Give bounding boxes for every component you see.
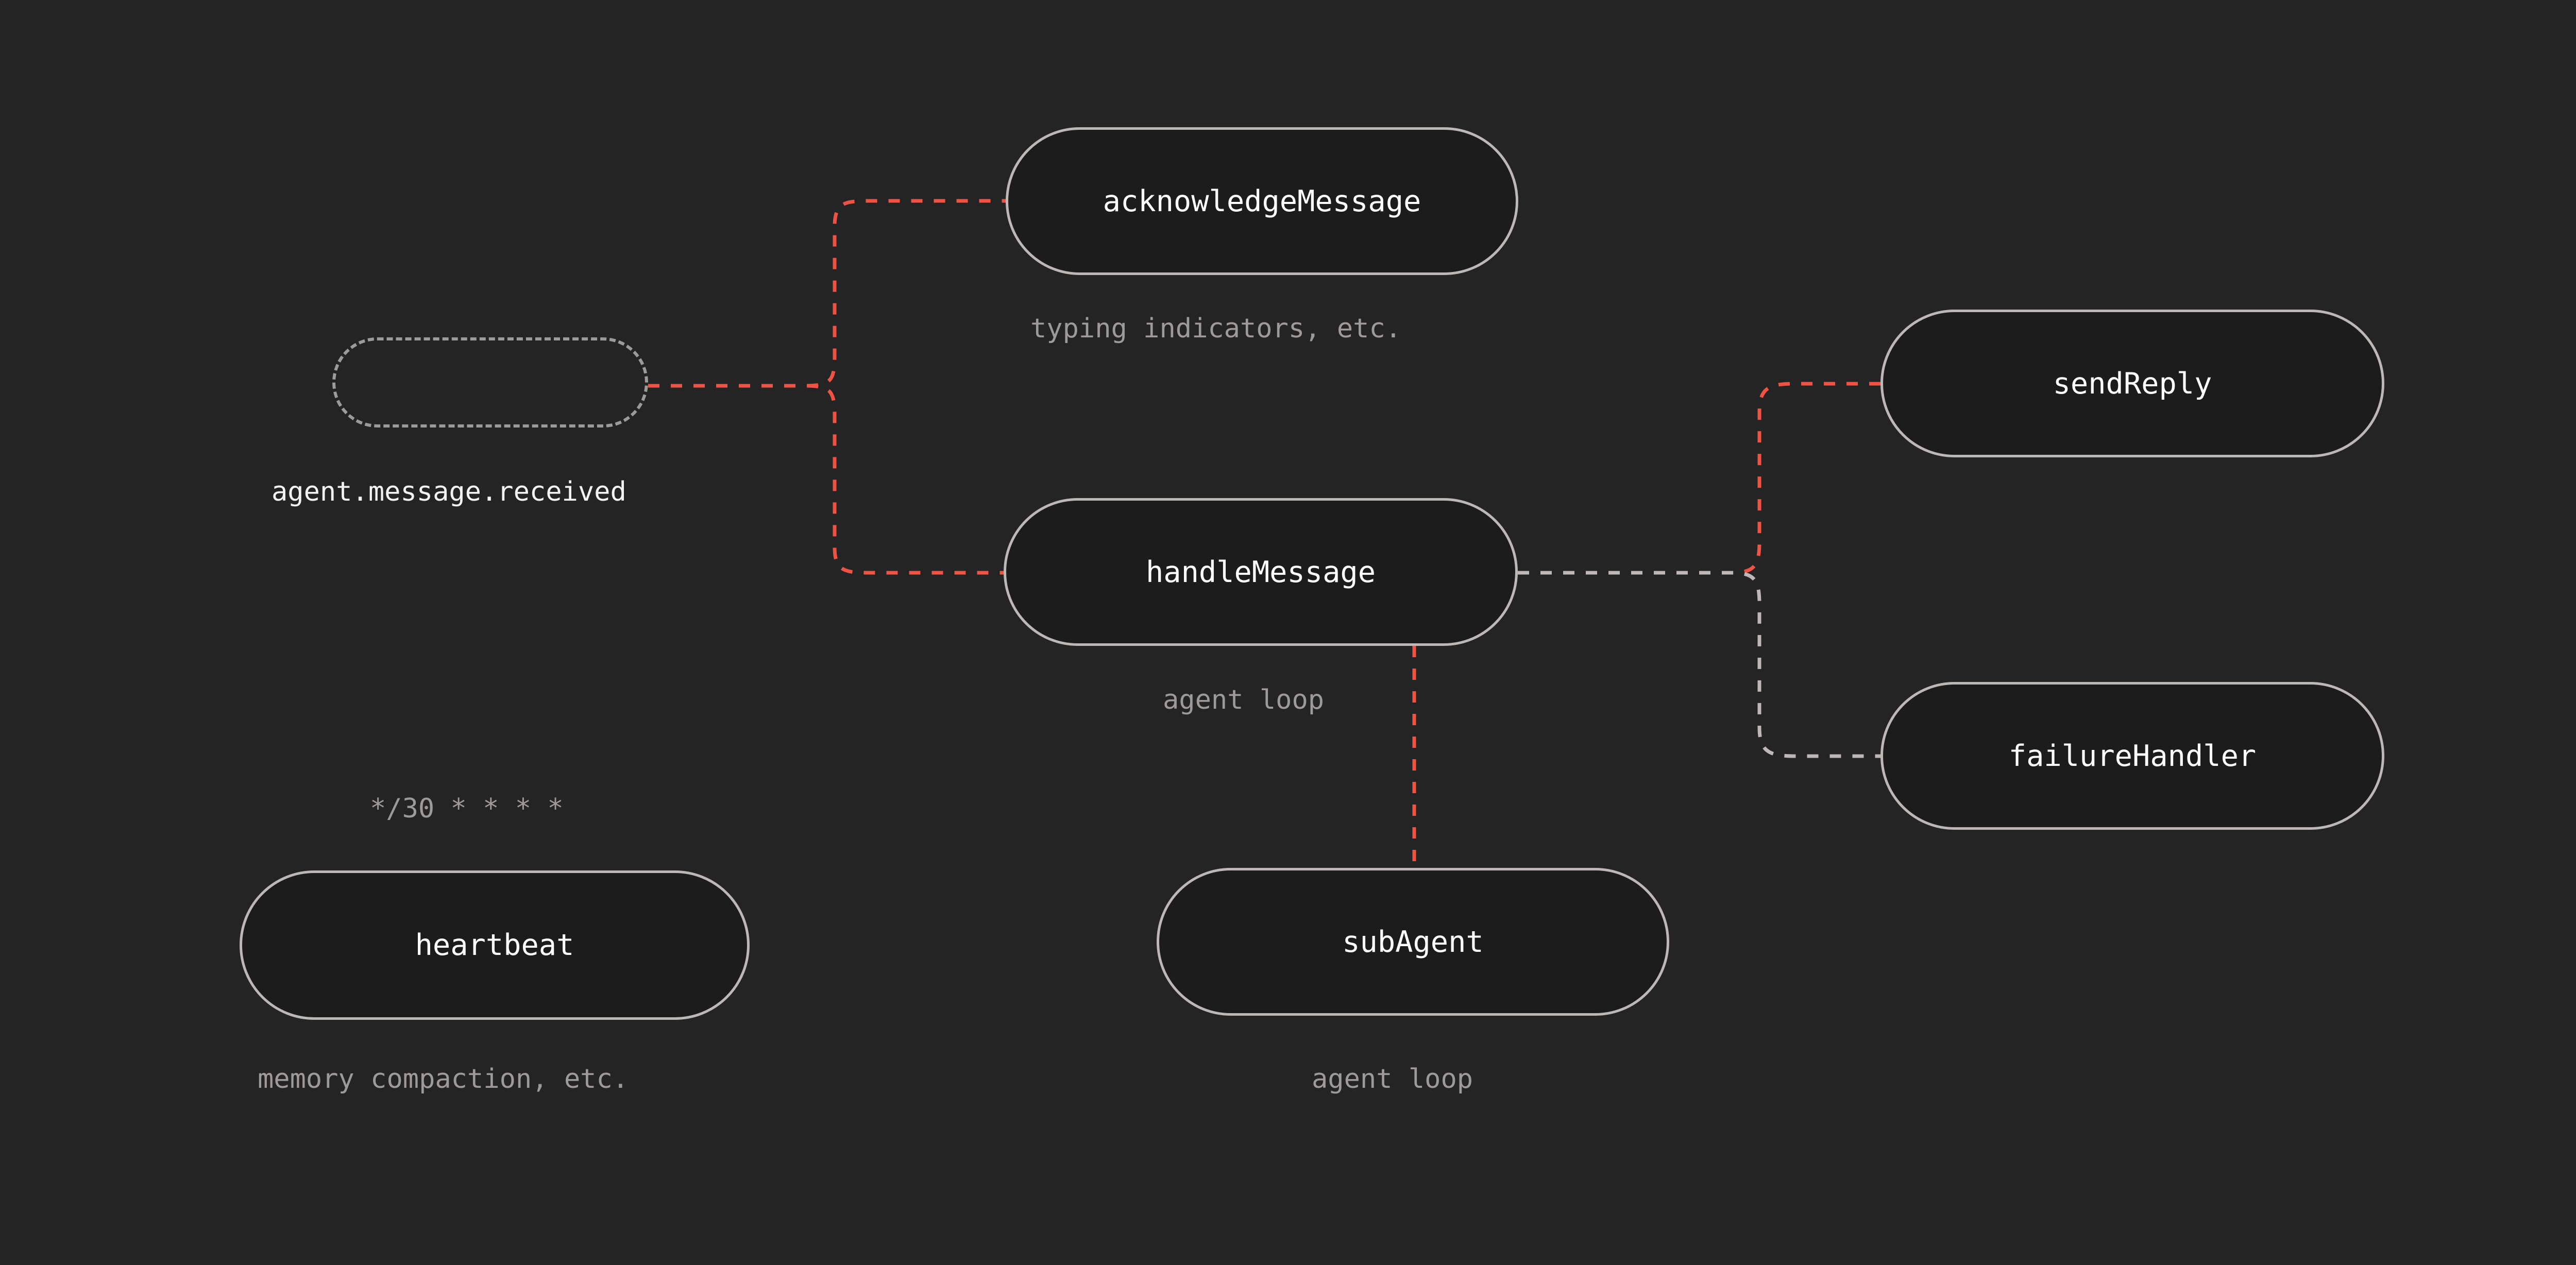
node-sub-agent-label: subAgent — [1342, 925, 1484, 959]
caption-typing-indicators: typing indicators, etc. — [1030, 313, 1402, 344]
edge-handle-to-failurehandler — [1518, 571, 1880, 758]
node-sub-agent[interactable]: subAgent — [1157, 868, 1669, 1016]
caption-event-label: agent.message.received — [272, 476, 626, 507]
node-acknowledge-message[interactable]: acknowledgeMessage — [1006, 127, 1518, 275]
node-handle-message-label: handleMessage — [1145, 555, 1376, 589]
node-acknowledge-message-label: acknowledgeMessage — [1103, 184, 1421, 218]
node-failure-handler-label: failureHandler — [2008, 739, 2257, 773]
caption-memory-compaction: memory compaction, etc. — [258, 1064, 629, 1095]
node-handle-message[interactable]: handleMessage — [1004, 498, 1518, 646]
node-failure-handler[interactable]: failureHandler — [1880, 682, 2384, 830]
caption-sub-agent-agent-loop: agent loop — [1312, 1064, 1473, 1095]
node-start[interactable] — [332, 337, 648, 428]
caption-handle-message-agent-loop: agent loop — [1163, 685, 1325, 715]
edge-handle-to-sendreply — [1518, 382, 1880, 575]
node-send-reply-label: sendReply — [2053, 366, 2212, 401]
caption-cron-schedule: */30 * * * * — [370, 793, 564, 824]
node-heartbeat[interactable]: heartbeat — [240, 870, 750, 1020]
edge-start-to-ack — [648, 199, 1006, 388]
node-heartbeat-label: heartbeat — [415, 928, 574, 962]
node-send-reply[interactable]: sendReply — [1880, 310, 2384, 457]
edge-start-to-handle — [648, 384, 1004, 575]
